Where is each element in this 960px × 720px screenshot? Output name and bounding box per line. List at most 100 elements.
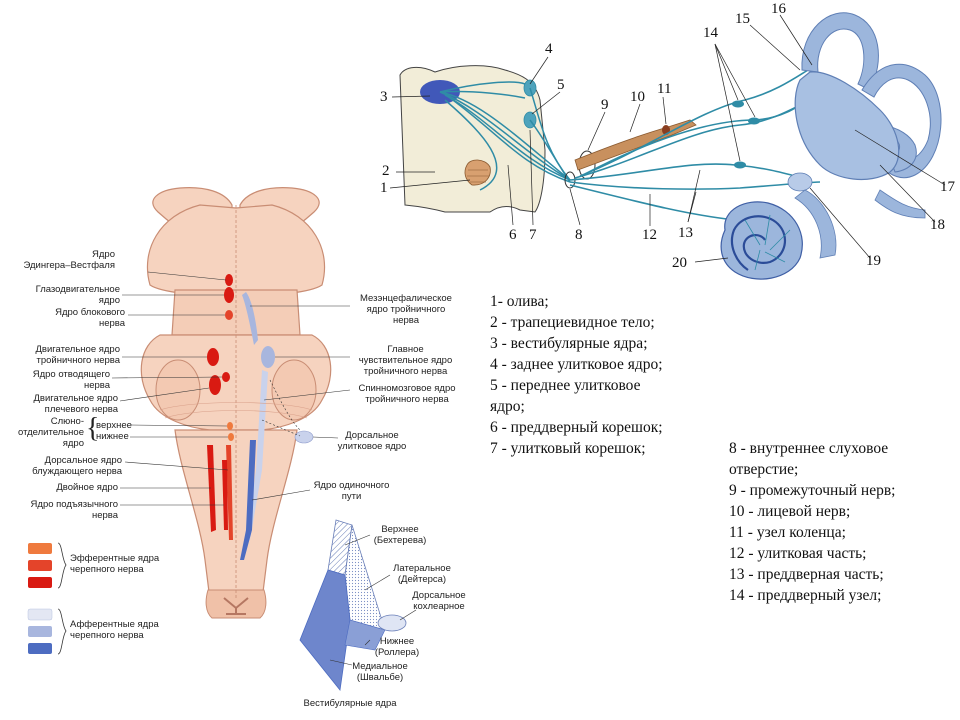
vestibule bbox=[794, 71, 900, 180]
motor-trigeminal-nucleus bbox=[207, 348, 219, 366]
vestibular-inset bbox=[299, 519, 417, 691]
ear-number-9: 9 bbox=[601, 97, 609, 113]
swatch-group bbox=[27, 542, 67, 655]
vestibular-ganglion-b bbox=[748, 117, 760, 125]
salivatory-upper-nucleus bbox=[227, 422, 233, 430]
label-spinal-trigeminal: Спинномозговое ядро тройничного нерва bbox=[358, 383, 456, 405]
legend-right-item: 10 - лицевой нерв; bbox=[729, 503, 851, 520]
cochlea bbox=[720, 201, 803, 280]
label-inset-lateral: Латеральное (Дейтерса) bbox=[393, 563, 451, 585]
label-oculomotor: Глазодвигательное ядро bbox=[35, 284, 120, 306]
main-sensory-trigeminal-nucleus bbox=[261, 346, 275, 368]
label-inset-upper: Верхнее (Бехтерева) bbox=[373, 524, 427, 546]
vestibular-ganglion-c bbox=[734, 161, 746, 169]
label-salivatory-lower: нижнее bbox=[96, 431, 129, 442]
pons-striations bbox=[159, 402, 313, 419]
legend-right-item: 14 - преддверный узел; bbox=[729, 587, 882, 604]
spinal-cord bbox=[205, 589, 267, 619]
label-shoulder-motor: Двигательное ядро плечевого нерва bbox=[33, 393, 118, 415]
ear-number-8: 8 bbox=[575, 227, 583, 243]
dorsal-cochlear-nucleus bbox=[294, 430, 314, 444]
label-edinger-westphal: Ядро Эдингера–Вестфаля bbox=[23, 249, 115, 271]
ear-number-20: 20 bbox=[672, 255, 687, 271]
endolymphatic-duct bbox=[874, 189, 926, 219]
spinal-grey-matter bbox=[223, 597, 249, 615]
legend-right-item: 9 - промежуточный нерв; bbox=[729, 482, 896, 499]
label-inset-dorsal-cochlear: Дорсальное кохлеарное bbox=[412, 590, 466, 612]
edinger-westphal-nucleus bbox=[225, 274, 233, 286]
cochlea-nerve-fibers bbox=[744, 214, 791, 271]
ear-number-2: 2 bbox=[382, 163, 390, 179]
ear-number-18: 18 bbox=[930, 217, 945, 233]
ear-number-7: 7 bbox=[529, 227, 537, 243]
vestibular-ganglion-a bbox=[732, 100, 744, 108]
swatch-afferent-3 bbox=[28, 643, 52, 654]
label-dorsal-vagus: Дорсальное ядро блуждающего нерва bbox=[32, 455, 122, 477]
swatch-efferent-3 bbox=[28, 577, 52, 588]
swatch-afferent-1 bbox=[27, 608, 53, 621]
ear-number-5: 5 bbox=[557, 77, 565, 93]
legend-right-item: 13 - преддверная часть; bbox=[729, 566, 884, 583]
ear-number-1: 1 bbox=[380, 180, 388, 196]
label-abducens: Ядро отводящего нерва bbox=[32, 369, 110, 391]
hypoglossal-nucleus bbox=[222, 460, 228, 530]
swatch-efferent-2 bbox=[28, 560, 52, 571]
label-salivatory-prefix: Слюно- отделительное ядро bbox=[18, 416, 84, 449]
label-afferent-swatches: Афферентные ядра черепного нерва bbox=[70, 619, 159, 641]
legend-right-item: 8 - внутреннее слуховое bbox=[729, 440, 889, 457]
inset-lower-nucleus bbox=[344, 619, 386, 651]
label-inset-medial: Медиальное (Швальбе) bbox=[352, 661, 408, 683]
legend-left-item: 1- олива; bbox=[490, 293, 549, 310]
legend-left-item: 7 - улитковый корешок; bbox=[490, 440, 646, 457]
vestibulocochlear-nerve bbox=[569, 69, 821, 221]
ear-leader-lines bbox=[389, 14, 946, 263]
salivatory-lower-nucleus bbox=[228, 433, 234, 441]
brainstem-illustration bbox=[111, 187, 351, 619]
ambiguus-nucleus bbox=[207, 445, 216, 532]
left-peduncle bbox=[155, 359, 201, 421]
ear-number-17: 17 bbox=[940, 179, 955, 195]
salivatory-brace: { bbox=[86, 413, 100, 444]
label-efferent-swatches: Эфферентные ядра черепного нерва bbox=[70, 553, 160, 575]
right-peduncle bbox=[271, 359, 317, 421]
ear-number-13: 13 bbox=[678, 225, 693, 241]
label-inset-caption: Вестибулярные ядра bbox=[303, 698, 397, 709]
ear-number-16: 16 bbox=[771, 1, 786, 17]
label-main-sensory-trigeminal: Главное чувствительное ядро тройничного … bbox=[358, 344, 453, 377]
inset-dorsal-cochlear bbox=[377, 614, 407, 632]
legend-left-item: 2 - трапециевидное тело; bbox=[490, 314, 655, 331]
legend-left-item: 4 - заднее улитковое ядро; bbox=[490, 356, 663, 373]
label-dorsal-cochlear: Дорсальное улитковое ядро bbox=[337, 430, 407, 452]
ear-number-15: 15 bbox=[735, 11, 750, 27]
legend-right-item: отверстие; bbox=[729, 461, 799, 478]
label-motor-trigeminal: Двигательное ядро тройничного нерва bbox=[35, 344, 120, 366]
swatch-afferent-2 bbox=[28, 626, 52, 637]
legend-right-item: 11 - узел коленца; bbox=[729, 524, 846, 541]
spinal-trigeminal-nucleus bbox=[246, 370, 268, 540]
ear-number-12: 12 bbox=[642, 227, 657, 243]
ear-number-10: 10 bbox=[630, 89, 645, 105]
saccule-19 bbox=[787, 172, 813, 192]
legend-left: 1- олива; 2 - трапециевидное тело; 3 - в… bbox=[490, 291, 663, 459]
brainstem-nerve-fibers bbox=[439, 81, 571, 191]
cochlea-spiral bbox=[730, 215, 787, 271]
solitary-nucleus bbox=[240, 440, 256, 560]
swatch-efferent-1 bbox=[28, 543, 52, 554]
label-trochlear: Ядро блокового нерва bbox=[55, 307, 125, 329]
cochlear-duct-connection bbox=[794, 189, 837, 259]
legend-left-item: 5 - переднее улитковое bbox=[490, 377, 641, 394]
legend-left-item: 3 - вестибулярные ядра; bbox=[490, 335, 648, 352]
label-salivatory-upper: верхнее bbox=[96, 420, 132, 431]
olive-1-pattern bbox=[467, 169, 489, 183]
label-inset-lower: Нижнее (Роллера) bbox=[374, 636, 420, 658]
mesencephalic-trigeminal-nucleus bbox=[242, 292, 258, 345]
legend-left-item: ядро; bbox=[490, 398, 525, 415]
legend-right: 8 - внутреннее слуховое отверстие; 9 - п… bbox=[729, 438, 895, 606]
ear-number-19: 19 bbox=[866, 253, 881, 269]
brainstem-leader-lines bbox=[111, 271, 351, 506]
inset-leader-lines bbox=[329, 534, 417, 666]
ear-number-3: 3 bbox=[380, 89, 388, 105]
label-ambiguus: Двойное ядро bbox=[56, 482, 118, 493]
olive-1 bbox=[464, 159, 491, 186]
